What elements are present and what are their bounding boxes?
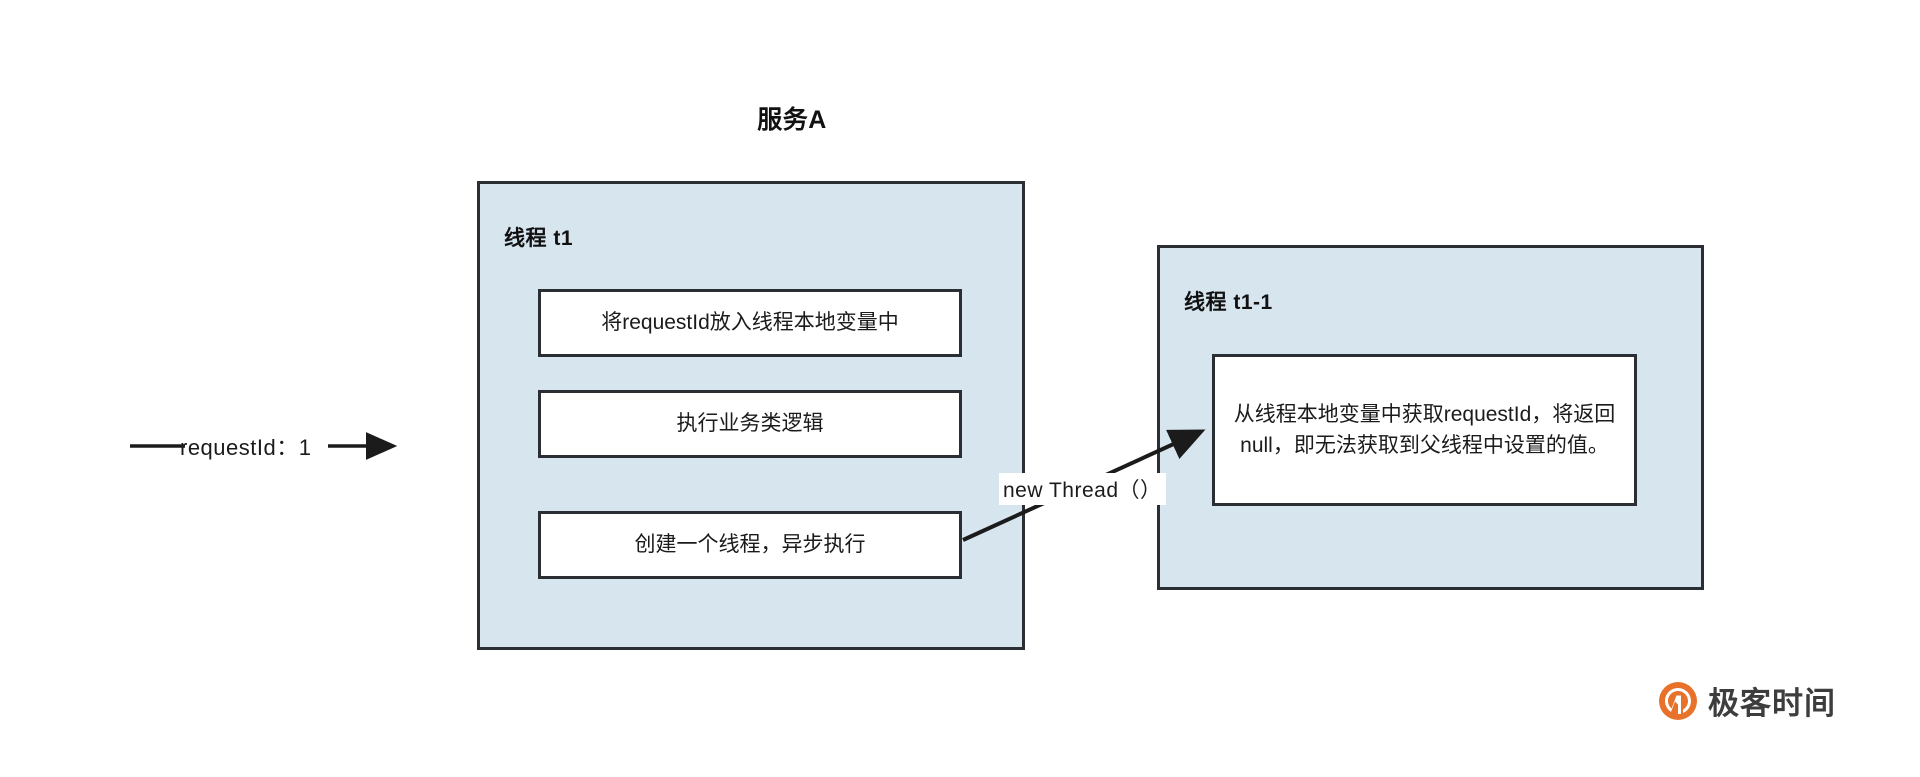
thread-label-t1-1: 线程 t1-1 bbox=[1184, 291, 1273, 314]
result-box-null-value: 从线程本地变量中获取requestId，将返回null，即无法获取到父线程中设置… bbox=[1212, 354, 1637, 506]
edge-label-new-thread: new Thread（） bbox=[999, 473, 1166, 505]
watermark-logo: 极客时间 bbox=[1658, 678, 1836, 723]
inbound-request-label: requestId：1 bbox=[180, 435, 312, 460]
step-box-business-logic: 执行业务类逻辑 bbox=[538, 390, 962, 458]
result-box-text: 从线程本地变量中获取requestId，将返回null，即无法获取到父线程中设置… bbox=[1233, 402, 1616, 458]
page-title: 服务A bbox=[757, 106, 827, 134]
thread-label-t1: 线程 t1 bbox=[504, 227, 574, 250]
geektime-logo-icon bbox=[1659, 681, 1697, 720]
step-box-put-requestid: 将requestId放入线程本地变量中 bbox=[538, 289, 962, 357]
watermark-text: 极客时间 bbox=[1708, 686, 1836, 721]
step-box-create-thread: 创建一个线程，异步执行 bbox=[538, 511, 962, 579]
